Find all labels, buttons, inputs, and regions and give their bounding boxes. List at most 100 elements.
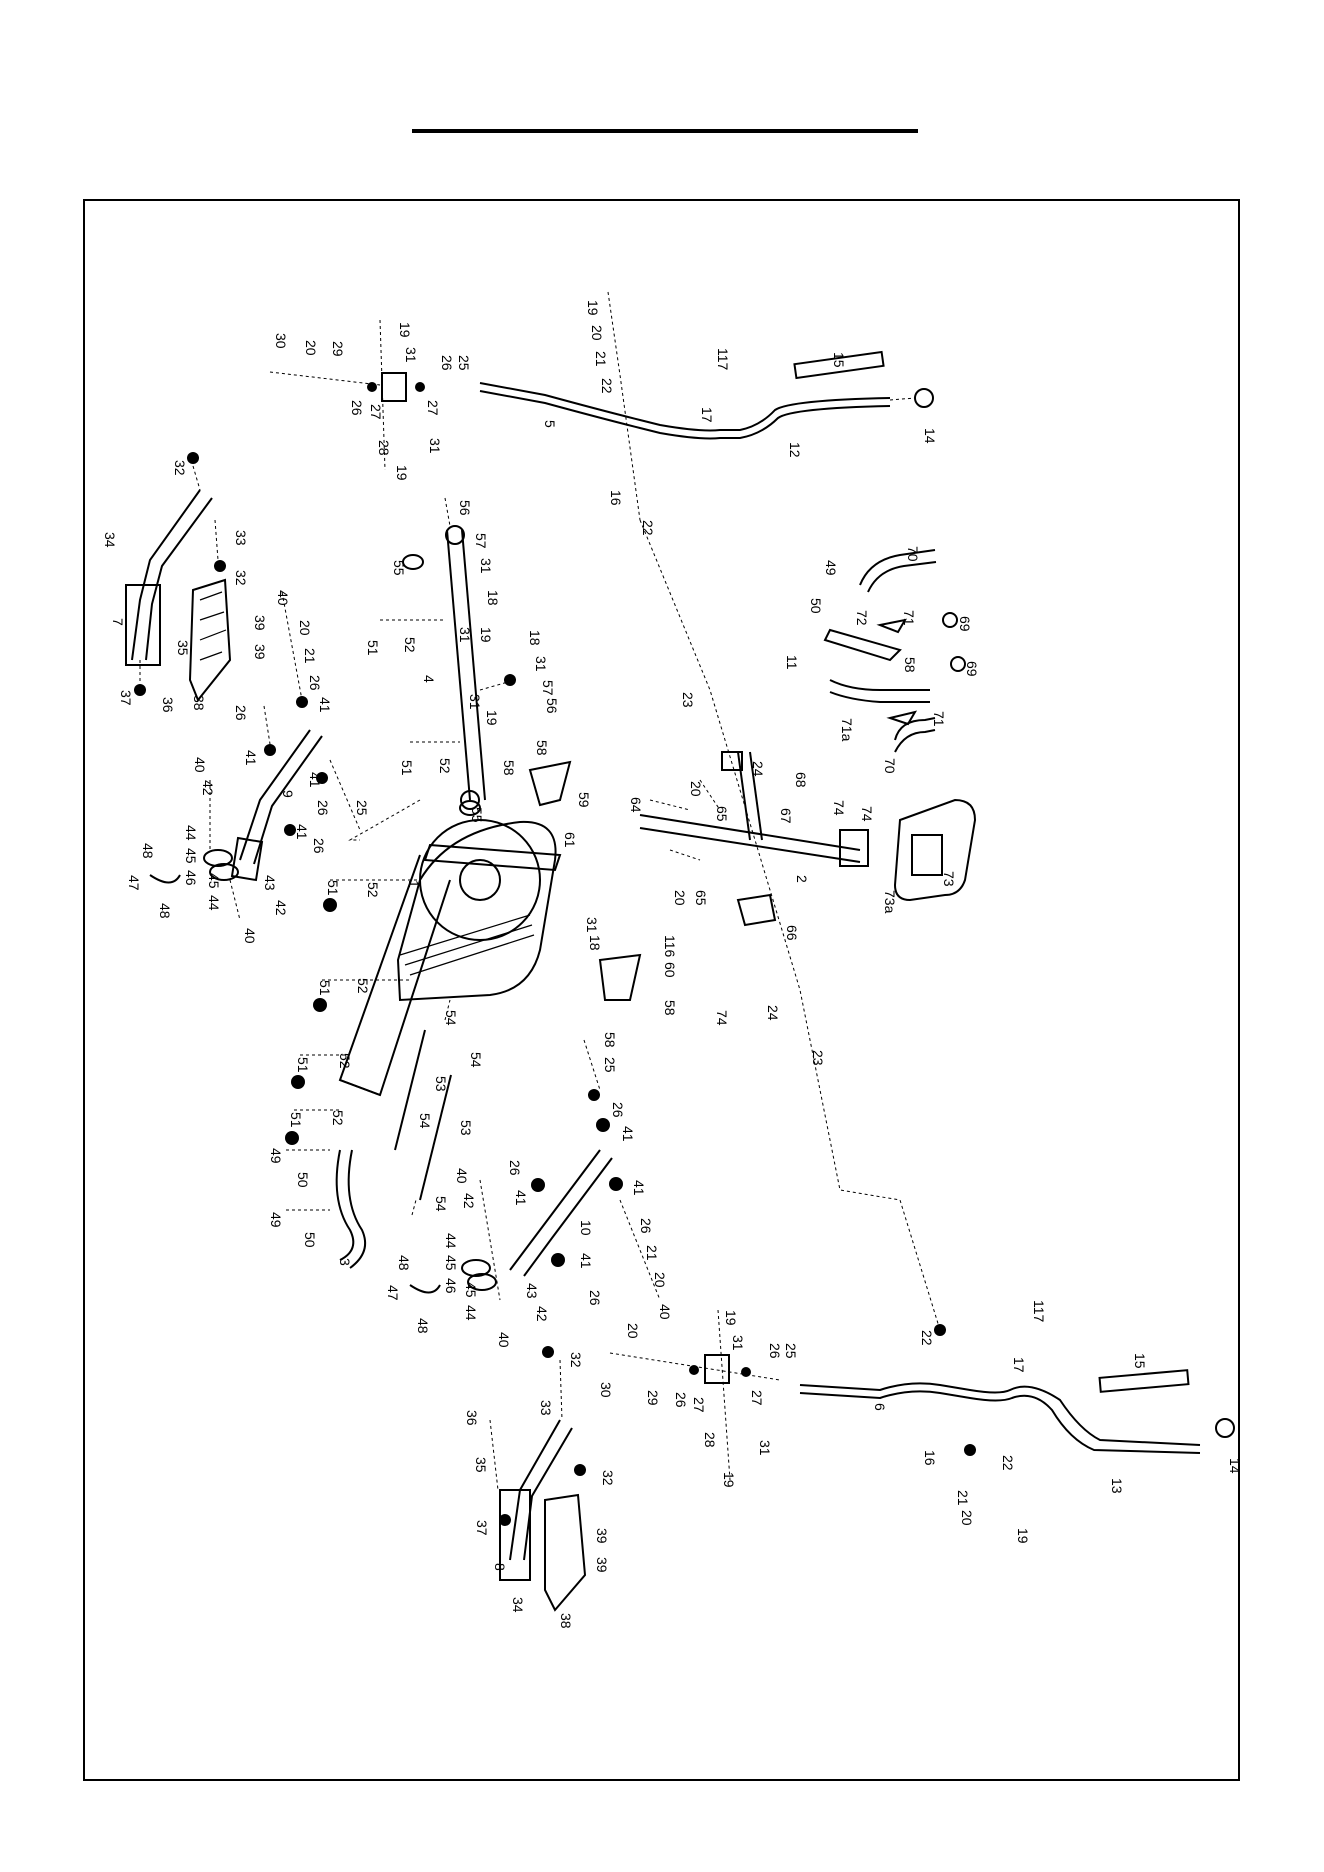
part-label: 70 (905, 546, 921, 562)
part-label: 70 (882, 758, 898, 774)
part-label: 41 (620, 1126, 636, 1142)
part-label: 67 (778, 808, 794, 824)
part-label: 38 (191, 695, 207, 711)
part-label: 61 (562, 832, 578, 848)
pedal-arm-8 (489, 1346, 587, 1612)
part-label: 40 (192, 757, 208, 773)
part-label: 56 (544, 698, 560, 714)
part-label: 22 (919, 1330, 935, 1346)
part-label: 32 (233, 570, 249, 586)
handle-pole-10 (409, 1039, 661, 1301)
part-label: 36 (464, 1410, 480, 1426)
part-label: 10 (578, 1220, 594, 1236)
part-label: 47 (385, 1285, 401, 1301)
part-label: 49 (268, 1148, 284, 1164)
part-label: 19 (478, 627, 494, 643)
part-label: 43 (524, 1283, 540, 1299)
part-label: 69 (957, 616, 973, 632)
part-label: 54 (433, 1196, 449, 1212)
part-label: 26 (315, 800, 331, 816)
part-label: 19 (585, 300, 601, 316)
part-label: 73 (941, 871, 957, 887)
part-label: 20 (625, 1323, 641, 1339)
console-73 (893, 798, 977, 902)
part-label: 32 (600, 1470, 616, 1486)
part-label: 26 (587, 1290, 603, 1306)
part-label: 20 (672, 890, 688, 906)
arms-70-71 (823, 549, 966, 753)
part-label: 33 (538, 1400, 554, 1416)
part-label: 30 (598, 1382, 614, 1398)
part-label: 49 (268, 1212, 284, 1228)
part-label: 23 (810, 1050, 826, 1066)
part-label: 19 (723, 1310, 739, 1326)
part-label: 40 (275, 590, 291, 606)
part-label: 55 (469, 807, 485, 823)
part-label: 50 (808, 598, 824, 614)
part-label: 71 (901, 610, 917, 626)
part-label: 40 (454, 1168, 470, 1184)
part-label: 36 (160, 697, 176, 713)
part-label: 20 (303, 340, 319, 356)
rails-53 (394, 999, 452, 1216)
upper-handlebar-5-12 (479, 350, 934, 440)
bracket-4 (380, 497, 516, 816)
part-label: 69 (964, 661, 980, 677)
part-label: 66 (784, 925, 800, 941)
part-label: 15 (1132, 1353, 1148, 1369)
part-label: 34 (102, 532, 118, 548)
part-label: 22 (1000, 1455, 1016, 1471)
part-label: 7 (110, 618, 126, 626)
part-label: 4 (421, 675, 437, 683)
part-label: 15 (831, 352, 847, 368)
part-label: 31 (457, 627, 473, 643)
part-label: 48 (396, 1255, 412, 1271)
part-label: 73a (882, 890, 898, 914)
part-label: 29 (645, 1390, 661, 1406)
part-label: 26 (233, 705, 249, 721)
part-label: 58 (902, 657, 918, 673)
part-label: 57 (473, 533, 489, 549)
part-label: 26 (638, 1218, 654, 1234)
part-label: 52 (437, 758, 453, 774)
part-label: 54 (443, 1010, 459, 1026)
part-label: 27 (691, 1397, 707, 1413)
part-label: 58 (534, 740, 550, 756)
part-label: 51 (295, 1057, 311, 1073)
part-label: 51 (399, 760, 415, 776)
part-label: 52 (337, 1053, 353, 1069)
part-label: 50 (295, 1172, 311, 1188)
part-label: 42 (273, 900, 289, 916)
part-label: 19 (1015, 1528, 1031, 1544)
part-label: 25 (783, 1343, 799, 1359)
part-label: 29 (330, 341, 346, 357)
part-label: 39 (594, 1528, 610, 1544)
part-label: 19 (484, 710, 500, 726)
part-label: 54 (468, 1052, 484, 1068)
part-label: 31 (757, 1440, 773, 1456)
part-label: 31 (427, 438, 443, 454)
part-label: 117 (715, 348, 731, 371)
part-label: 25 (354, 800, 370, 816)
title-rule (412, 129, 918, 133)
part-label: 25 (456, 355, 472, 371)
part-label: 39 (594, 1557, 610, 1573)
part-label: 22 (599, 378, 615, 394)
part-label: 21 (593, 351, 609, 367)
lower-handlebar-6-13 (609, 1309, 1235, 1481)
covers-59-60 (528, 760, 642, 1001)
part-label: 55 (391, 560, 407, 576)
part-label: 53 (458, 1120, 474, 1136)
part-label: 26 (311, 838, 327, 854)
part-label: 17 (699, 407, 715, 423)
part-label: 42 (534, 1306, 550, 1322)
part-label: 54 (417, 1113, 433, 1129)
part-label: 32 (172, 460, 188, 476)
part-label: 19 (394, 465, 410, 481)
part-label: 41 (513, 1190, 529, 1206)
part-label: 21 (644, 1245, 660, 1261)
part-label: 56 (457, 500, 473, 516)
part-label: 26 (673, 1392, 689, 1408)
part-label: 72 (854, 610, 870, 626)
part-label: 68 (793, 772, 809, 788)
